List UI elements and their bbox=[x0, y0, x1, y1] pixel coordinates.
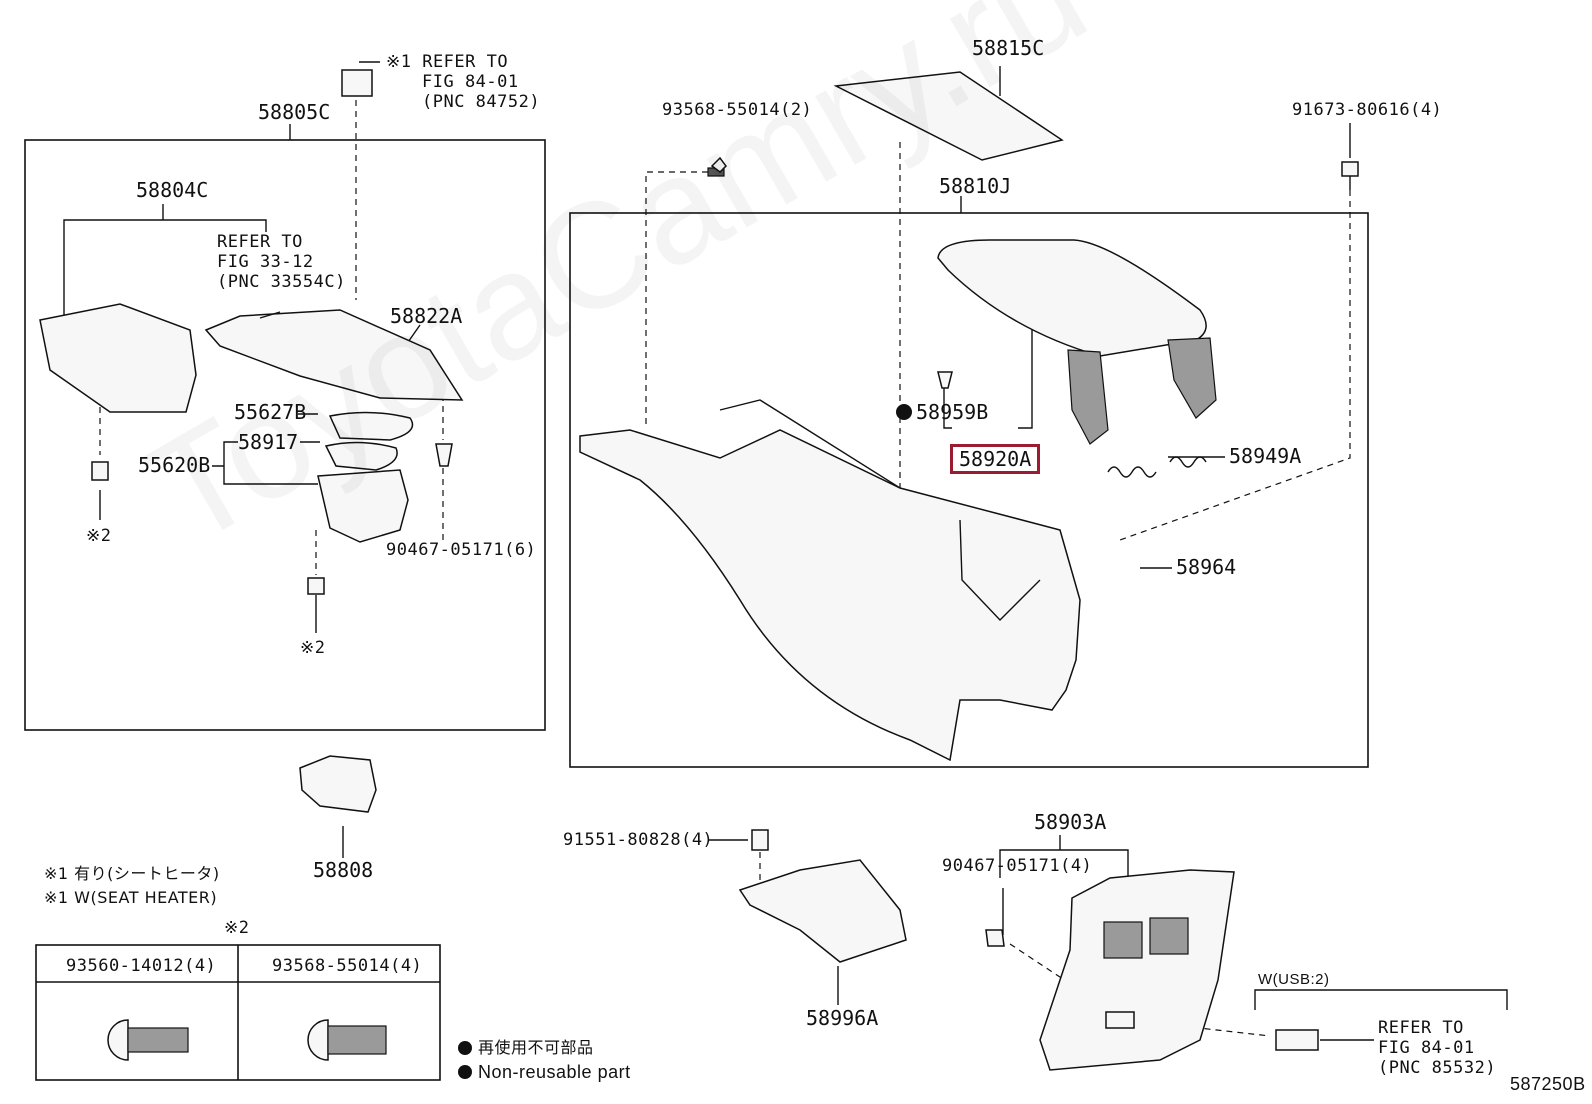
fastener-table bbox=[35, 944, 441, 1081]
non-reusable-dot bbox=[896, 404, 912, 420]
leader-55620b bbox=[212, 441, 318, 485]
frame-58810j bbox=[569, 212, 1369, 768]
screw-icon bbox=[307, 577, 325, 595]
part-58959b-clip bbox=[937, 371, 953, 389]
part-58804c-box bbox=[39, 303, 197, 413]
frame-58805c bbox=[24, 139, 546, 731]
part-58810j-console bbox=[579, 429, 1081, 762]
ref-seat-heater-line2[interactable]: FIG 84-01 bbox=[422, 72, 519, 92]
part-58808 bbox=[299, 755, 377, 813]
legend-non-reusable-en: Non-reusable part bbox=[478, 1062, 631, 1082]
part-armrest-hinge bbox=[1067, 349, 1109, 445]
label-58822a: 58822A bbox=[390, 304, 463, 328]
vent-right bbox=[1149, 917, 1189, 955]
screw-93560-icon bbox=[107, 1019, 189, 1061]
label-90467-6: 90467-05171(6) bbox=[386, 540, 537, 560]
clip-icon bbox=[435, 443, 453, 467]
note-seat-heater-jp: ※1 有り(シートヒータ) bbox=[44, 864, 220, 883]
label-58964: 58964 bbox=[1176, 555, 1237, 579]
legend-dot bbox=[458, 1041, 472, 1055]
ref-mid-line3[interactable]: (PNC 33554C) bbox=[217, 272, 346, 292]
label-58917: 58917 bbox=[238, 430, 299, 454]
label-55620b: 55620B bbox=[138, 453, 211, 477]
vent-left bbox=[1103, 921, 1143, 959]
leader-58804c bbox=[63, 204, 267, 318]
part-58917-mat bbox=[324, 441, 398, 471]
legend-dot bbox=[458, 1065, 472, 1079]
bolt-icon bbox=[751, 829, 769, 851]
usb-group-bracket bbox=[1254, 989, 1508, 1010]
clip-icon bbox=[985, 929, 1005, 947]
label-93568: 93568-55014(2) bbox=[662, 100, 813, 120]
label-58920a-highlighted[interactable]: 58920A bbox=[950, 444, 1041, 474]
bolt-icon bbox=[707, 156, 727, 177]
label-mark2: ※2 bbox=[300, 638, 326, 658]
screw-icon bbox=[91, 461, 109, 481]
part-55620b-holder bbox=[317, 469, 409, 543]
part-58815c-lid bbox=[833, 71, 1064, 161]
label-55627b: 55627B bbox=[234, 400, 307, 424]
label-58815c: 58815C bbox=[972, 36, 1045, 60]
label-58949a: 58949A bbox=[1229, 444, 1302, 468]
label-58805c: 58805C bbox=[258, 100, 331, 124]
screw-93568-icon bbox=[307, 1019, 387, 1061]
part-58949a-spring bbox=[1107, 456, 1207, 478]
ref-usb-line1[interactable]: REFER TO bbox=[1378, 1018, 1464, 1038]
bolt-icon bbox=[1341, 161, 1359, 190]
part-seat-heater-switch bbox=[341, 69, 373, 97]
ref-mid-line1[interactable]: REFER TO bbox=[217, 232, 303, 252]
part-58903a-rear-panel bbox=[1039, 869, 1235, 1071]
ref-seat-heater-line1[interactable]: ※1 REFER TO bbox=[386, 52, 509, 72]
label-mark2: ※2 bbox=[224, 918, 250, 938]
label-mark2: ※2 bbox=[86, 526, 112, 546]
part-58996a-bracket bbox=[738, 859, 907, 963]
part-usb-port bbox=[1275, 1029, 1319, 1051]
note-seat-heater-en: ※1 W(SEAT HEATER) bbox=[44, 888, 218, 907]
ref-usb-line3[interactable]: (PNC 85532) bbox=[1378, 1058, 1497, 1078]
part-armrest-hinge bbox=[1167, 337, 1217, 419]
label-91551: 91551-80828(4) bbox=[563, 830, 714, 850]
ref-usb-line2[interactable]: FIG 84-01 bbox=[1378, 1038, 1475, 1058]
label-91673: 91673-80616(4) bbox=[1292, 100, 1443, 120]
diagram-id: 587250B bbox=[1510, 1074, 1586, 1094]
label-58903a: 58903A bbox=[1034, 810, 1107, 834]
table-header-93568: 93568-55014(4) bbox=[272, 956, 423, 976]
usb-port-slot bbox=[1105, 1011, 1135, 1029]
table-header-93560: 93560-14012(4) bbox=[66, 956, 217, 976]
ref-mid-line2[interactable]: FIG 33-12 bbox=[217, 252, 314, 272]
ref-seat-heater-line3[interactable]: (PNC 84752) bbox=[422, 92, 541, 112]
label-58808: 58808 bbox=[313, 858, 374, 882]
part-55627b-mat bbox=[328, 411, 414, 441]
part-armrest-lid bbox=[937, 239, 1207, 357]
label-90467-4: 90467-05171(4) bbox=[942, 856, 1093, 876]
label-58804c: 58804C bbox=[136, 178, 209, 202]
label-58959b: 58959B bbox=[916, 400, 989, 424]
label-58810j: 58810J bbox=[939, 174, 1012, 198]
usb-group-label: W(USB:2) bbox=[1258, 971, 1330, 988]
legend-non-reusable-jp: 再使用不可部品 bbox=[478, 1038, 594, 1057]
label-58996a: 58996A bbox=[806, 1006, 879, 1030]
